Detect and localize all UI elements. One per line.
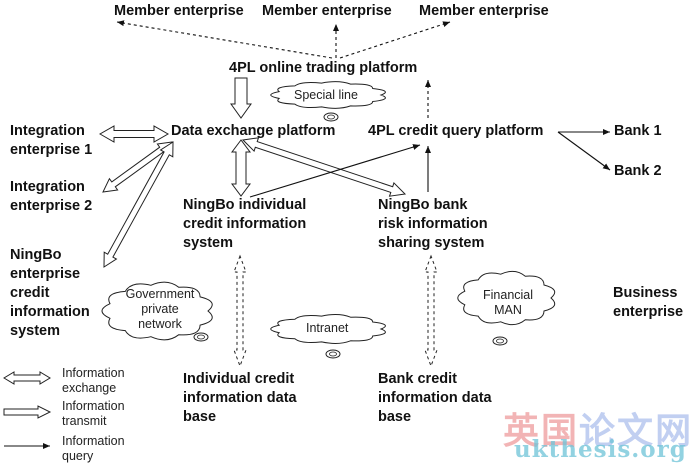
watermark-english: ukthesis.org: [514, 436, 687, 463]
cloud-label-special-line: Special line: [294, 88, 358, 103]
query-arrow-to-member-1: [116, 20, 333, 59]
cloud-government-node-icon-inner: [197, 334, 205, 340]
legend-exchange-line-2: exchange: [62, 381, 117, 395]
ningbo-bank-risk-line-3: sharing system: [378, 235, 485, 251]
bank-db-line-2: information data: [378, 390, 492, 406]
watermark-char: 英: [503, 411, 542, 452]
integration-enterprise-1: Integration enterprise 1: [10, 122, 92, 160]
ningbo-enterprise-line-1: NingBo: [10, 247, 62, 263]
bank-2: Bank 2: [614, 163, 662, 179]
integration-enterprise-1-line-2: enterprise 1: [10, 142, 93, 158]
bank-db-line-3: base: [378, 409, 412, 425]
intranet-text: Intranet: [306, 321, 349, 335]
cloud-label-financial: Financial MAN: [483, 288, 533, 318]
legend-query-label: Information query: [62, 433, 125, 465]
individual-credit-database: Individual credit information data base: [183, 370, 297, 427]
exchange-arrow-integration-1: [98, 125, 170, 143]
ningbo-individual-credit-system: NingBo individual credit information sys…: [183, 196, 306, 253]
cloud-financial-node-icon-inner: [496, 338, 504, 344]
member-enterprise-2: Member enterprise: [262, 3, 392, 19]
ningbo-enterprise-line-4: information: [10, 304, 90, 320]
ningbo-bank-risk-line-2: risk information: [378, 216, 488, 232]
exchange-arrow-ningbo-enterprise: [103, 141, 174, 268]
ningbo-bank-risk-line-1: NingBo bank: [378, 197, 468, 213]
data-exchange-platform: Data exchange platform: [171, 123, 336, 139]
cloud-special-line-node-icon-inner: [327, 114, 335, 120]
transmit-arrow-trading-to-exchange: [230, 77, 252, 119]
exchange-arrow-individual: [231, 139, 251, 197]
business-enterprise-line-2: enterprise: [613, 304, 684, 320]
individual-db-line-3: base: [183, 409, 217, 425]
cloud-special-line-node-icon: [323, 112, 339, 122]
business-enterprise: Business enterprise: [613, 284, 683, 322]
member-enterprise-1: Member enterprise: [114, 3, 244, 19]
cloud-government: [101, 281, 213, 341]
legend-exchange-line-1: Information: [62, 366, 125, 380]
integration-enterprise-2: Integration enterprise 2: [10, 178, 92, 216]
individual-db-line-1: Individual credit: [183, 371, 295, 387]
cloud-label-government: Government private network: [118, 287, 202, 332]
integration-enterprise-2-line-1: Integration: [10, 179, 85, 195]
cloud-financial-node-icon: [492, 336, 508, 346]
integration-enterprise-2-line-2: enterprise 2: [10, 198, 93, 214]
government-line-1: Government: [125, 287, 195, 301]
cloud-government-node-icon: [193, 332, 209, 342]
individual-db-line-2: information data: [183, 390, 297, 406]
exchange-arrow-individual-db: [233, 254, 247, 368]
bank-db-line-1: Bank credit: [378, 371, 457, 387]
cloud-label-intranet: Intranet: [306, 321, 348, 336]
credit-query-platform: 4PL credit query platform: [368, 123, 544, 139]
government-line-2: private: [141, 302, 179, 316]
watermark-chinese: 英国论文网: [503, 402, 693, 454]
ningbo-enterprise-line-3: credit: [10, 285, 50, 301]
trading-platform: 4PL online trading platform: [229, 60, 418, 76]
legend-query-line-2: query: [62, 449, 94, 463]
member-enterprise-3: Member enterprise: [419, 3, 549, 19]
ningbo-individual-line-2: credit information: [183, 216, 307, 232]
exchange-arrow-bank-db: [424, 254, 438, 368]
query-arrow-individual-to-credit: [249, 144, 421, 198]
cloud-financial: [457, 270, 556, 326]
legend-transmit-line-1: Information: [62, 399, 125, 413]
cloud-intranet-node-icon: [325, 349, 341, 359]
business-enterprise-line-1: Business: [613, 285, 678, 301]
legend-exchange-label: Information exchange: [62, 365, 125, 397]
ningbo-enterprise-line-2: enterprise: [10, 266, 81, 282]
integration-enterprise-1-line-1: Integration: [10, 123, 85, 139]
financial-line-2: MAN: [494, 303, 522, 317]
bank-credit-database: Bank credit information data base: [378, 370, 492, 427]
special-line-text: Special line: [294, 88, 358, 102]
ningbo-enterprise-credit-system: NingBo enterprise credit information sys…: [10, 246, 90, 341]
legend-query-line-1: Information: [62, 434, 125, 448]
legend-transmit-label: Information transmit: [62, 398, 125, 430]
ningbo-bank-risk-system: NingBo bank risk information sharing sys…: [378, 196, 488, 253]
legend-exchange-icon: [3, 371, 51, 385]
ningbo-enterprise-line-5: system: [10, 323, 60, 339]
watermark-char: 文: [617, 411, 656, 452]
query-arrow-to-member-3: [339, 21, 451, 59]
watermark-char: 论: [579, 411, 618, 452]
cloud-intranet: [270, 314, 386, 344]
bank-1: Bank 1: [614, 123, 662, 139]
government-line-3: network: [138, 317, 182, 331]
ningbo-individual-line-1: NingBo individual: [183, 197, 307, 213]
cloud-special-line: [270, 81, 386, 109]
watermark-char: 国: [541, 411, 580, 452]
watermark-char: 网: [655, 411, 694, 452]
exchange-arrow-integration-2: [102, 141, 173, 193]
ningbo-individual-line-3: system: [183, 235, 233, 251]
exchange-arrow-bank-risk: [241, 137, 407, 197]
legend-transmit-icon: [3, 405, 52, 419]
financial-line-1: Financial: [483, 288, 534, 302]
query-arrow-to-bank-2: [557, 131, 611, 171]
legend-transmit-line-2: transmit: [62, 414, 107, 428]
cloud-intranet-node-icon-inner: [329, 351, 337, 357]
